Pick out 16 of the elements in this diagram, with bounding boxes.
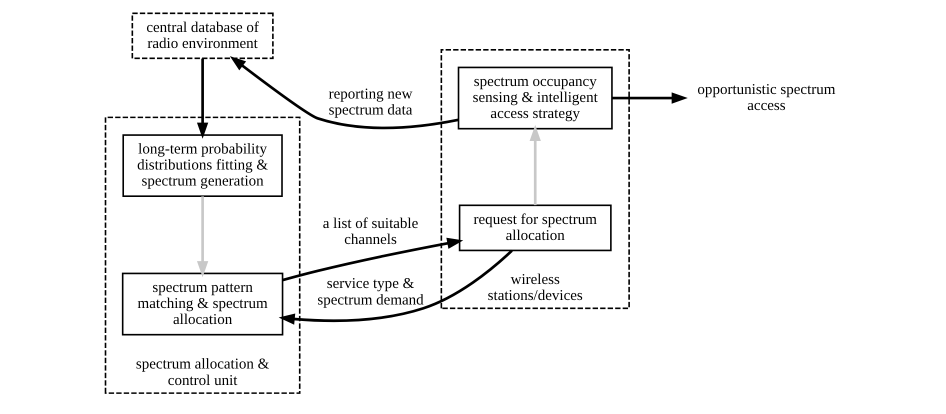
node-box: spectrum pattern matching & spectrum allocation bbox=[122, 272, 284, 335]
node-box: central database of radio environment bbox=[132, 12, 274, 59]
arrow bbox=[230, 56, 459, 129]
node-text: opportunistic spectrum access bbox=[697, 81, 836, 114]
node-box: long-term probability distributions fitting & spectrum generation bbox=[122, 134, 283, 197]
arrow bbox=[530, 124, 541, 205]
arrow bbox=[612, 92, 688, 104]
node-box: request for spectrum allocation bbox=[458, 204, 612, 251]
arrow bbox=[278, 249, 513, 324]
node-box: spectrum occupancy sensing & intelligent access strategy bbox=[458, 66, 613, 129]
edge-label: reporting new spectrum data bbox=[328, 86, 412, 118]
edge-label: a list of suitable channels bbox=[322, 216, 418, 248]
arrow bbox=[282, 237, 464, 281]
edge-label: service type & spectrum demand bbox=[317, 276, 424, 308]
arrow bbox=[196, 58, 208, 138]
arrow bbox=[196, 196, 208, 277]
